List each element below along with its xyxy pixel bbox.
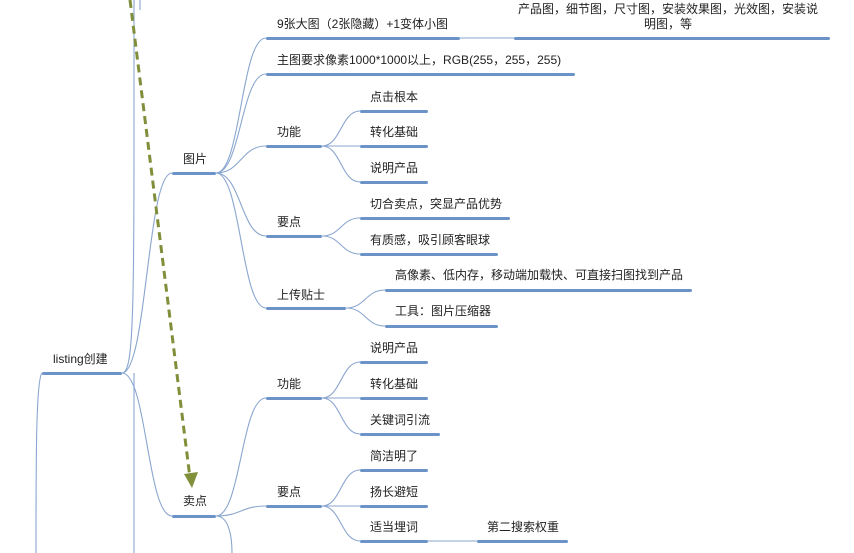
node-sp-func-convert-underline [360,397,428,400]
connector-root-selling_points [121,372,173,517]
node-sp-func-convert-label: 转化基础 [370,377,419,391]
node-sp-function-label: 功能 [277,377,302,391]
node-pic-pixel-underline [266,73,575,76]
node-pic-pixel-label: 主图要求像素1000*1000以上，RGB(255，255，255) [277,53,562,67]
node-sp-key-concise-label: 简洁明了 [370,449,419,463]
node-sp-key-weight-label: 第二搜索权重 [487,520,560,534]
node-pic-func-explain-label: 说明产品 [370,161,419,175]
node-selling-points-label: 卖点 [183,494,208,508]
root-node-label: listing创建 [53,352,108,366]
node-pic-count-underline [266,37,460,40]
node-upload-tips-underline [266,307,346,310]
node-pic-func-click-label: 点击根本 [370,90,419,104]
node-pictures-label: 图片 [183,152,208,166]
node-upload-high-pixel-label: 高像素、低内存，移动端加载快、可直接扫图找到产品 [395,268,684,282]
connector-sp_keypoints-sp_key_keyword [321,505,361,542]
connector-pictures-pic_function [215,145,267,174]
connector-selling_points-sp_function [215,397,267,517]
node-sp-func-explain-label: 说明产品 [370,341,419,355]
connector-pic_function-pic_func_explain [321,145,361,183]
connector-sp_keypoints-sp_key_concise [321,469,361,507]
node-sp-key-weight-underline [477,540,568,543]
node-sp-key-strength-underline [360,505,428,508]
node-pic-keypoints-label: 要点 [277,215,302,229]
node-pic-function-underline [266,145,322,148]
node-pic-func-explain-underline [360,181,428,184]
connector-sp_function-sp_func_keyword [321,397,361,435]
node-sp-func-keyword-label: 关键词引流 [370,413,431,427]
node-sp-key-keyword-underline [360,540,428,543]
node-pic-keypoints-underline [266,235,322,238]
node-pictures-underline [172,172,216,175]
connector-pictures-pic_keypoints [215,172,267,237]
connector-upload_tips-upload_high_pixel [345,289,386,309]
node-sp-key-concise-underline [360,469,428,472]
node-sp-keypoints-label: 要点 [277,485,302,499]
connector-upload_tips-upload_tool [345,307,386,327]
node-sp-key-keyword-label: 适当埋词 [370,520,419,534]
root-node-underline [42,372,122,375]
node-pic-func-convert-label: 转化基础 [370,125,419,139]
dashed-arrow-line [128,0,192,479]
node-pic-func-convert-underline [360,145,428,148]
connector-pic_keypoints-pic_key_quality [321,235,361,255]
node-sp-key-strength-label: 扬长避短 [370,485,419,499]
node-sp-keypoints-underline [266,505,322,508]
connector-selling_points-sp_keypoints [215,505,267,517]
node-sp-func-keyword-underline [360,433,440,436]
node-upload-high-pixel-underline [385,289,692,292]
connector-root-pictures [121,172,173,374]
node-pic-key-fit-underline [360,217,510,220]
node-pic-function-label: 功能 [277,125,302,139]
node-pic-types-label: 产品图，细节图，尺寸图，安装效果图，光效图，安装说明图，等 [518,2,819,31]
node-sp-function-underline [266,397,322,400]
node-upload-tips-label: 上传贴士 [277,288,326,302]
connector-selling-offscreen [215,515,233,553]
connector-offscreen-root [35,372,43,553]
connector-root-upward [121,0,135,374]
connector-pic_function-pic_func_click [321,110,361,147]
connector-pictures-pic_count [215,37,267,174]
connector-pic_keypoints-pic_key_fit [321,217,361,237]
node-selling-points-underline [172,515,216,518]
arrow-head-icon [184,472,198,488]
node-pic-key-quality-underline [360,253,498,256]
node-pic-key-quality-label: 有质感，吸引顾客眼球 [370,233,491,247]
node-pic-func-click-underline [360,110,428,113]
node-upload-tool-label: 工具：图片压缩器 [395,304,492,318]
node-upload-tool-underline [385,325,498,328]
connector-pictures-pic_pixel [215,73,267,174]
node-pic-count-label: 9张大图（2张隐藏）+1变体小图 [277,17,449,31]
connector-sp_function-sp_func_explain [321,361,361,399]
node-pic-types-underline [514,37,830,40]
connector-pictures-upload_tips [215,172,267,309]
node-sp-func-explain-underline [360,361,428,364]
node-pic-key-fit-label: 切合卖点，突显产品优势 [370,197,503,211]
